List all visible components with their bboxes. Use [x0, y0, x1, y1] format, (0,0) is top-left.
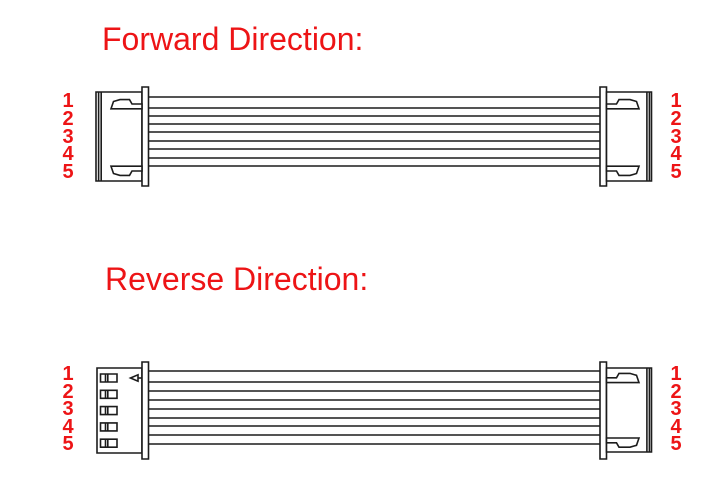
reverse-left-connector	[97, 362, 149, 459]
pin-slot	[101, 439, 118, 447]
pin-slot	[101, 407, 118, 415]
reverse-right-connector	[600, 362, 652, 459]
latch-clip	[607, 100, 640, 109]
forward-cable-assembly	[96, 87, 652, 186]
pin-number: 5	[670, 161, 682, 184]
latch-clip	[607, 166, 640, 175]
pin-number: 5	[670, 433, 682, 456]
rev-pin-slots	[101, 374, 118, 447]
connector-flange	[142, 362, 149, 459]
forward-left-connector	[96, 87, 149, 186]
pin-number: 1	[670, 363, 682, 385]
pin-number: 4	[62, 143, 74, 166]
connector-flange	[142, 87, 149, 186]
pin-number: 5	[62, 433, 74, 456]
pin-slot	[101, 374, 118, 382]
pin-number: 2	[670, 107, 682, 130]
pin-slot	[101, 423, 118, 431]
reverse-wires	[149, 371, 601, 444]
forward-direction-title: Forward Direction:	[102, 21, 364, 57]
pin-number: 1	[62, 363, 74, 385]
pin-number: 1	[670, 90, 682, 112]
pin-number: 3	[670, 398, 682, 421]
pin-number: 3	[62, 125, 74, 148]
reverse-right-pin-numbers: 1 2 3 4 5	[666, 363, 686, 456]
pin-number: 2	[62, 380, 74, 403]
latch-clip	[607, 438, 640, 447]
latch-clip	[111, 100, 142, 109]
forward-wires	[149, 97, 601, 166]
reverse-cable-assembly	[97, 362, 652, 459]
pin-number: 3	[62, 398, 74, 421]
pin-number: 1	[62, 90, 74, 112]
connector-flange	[600, 362, 607, 459]
pin-number: 3	[670, 125, 682, 148]
pin-slot	[101, 390, 118, 398]
latch-clip	[607, 373, 640, 382]
forward-right-connector	[600, 87, 652, 186]
latch-clip	[111, 166, 142, 175]
reverse-direction-title: Reverse Direction:	[105, 261, 369, 297]
forward-left-pin-numbers: 1 2 3 4 5	[58, 90, 78, 184]
pin-number: 5	[62, 161, 74, 184]
pin-number: 4	[62, 415, 74, 438]
pin-number: 2	[62, 107, 74, 130]
pin-number: 4	[670, 415, 682, 438]
connector-flange	[600, 87, 607, 186]
pin-number: 2	[670, 380, 682, 403]
forward-right-pin-numbers: 1 2 3 4 5	[666, 90, 686, 184]
pin-number: 4	[670, 143, 682, 166]
reverse-left-pin-numbers: 1 2 3 4 5	[58, 363, 78, 456]
